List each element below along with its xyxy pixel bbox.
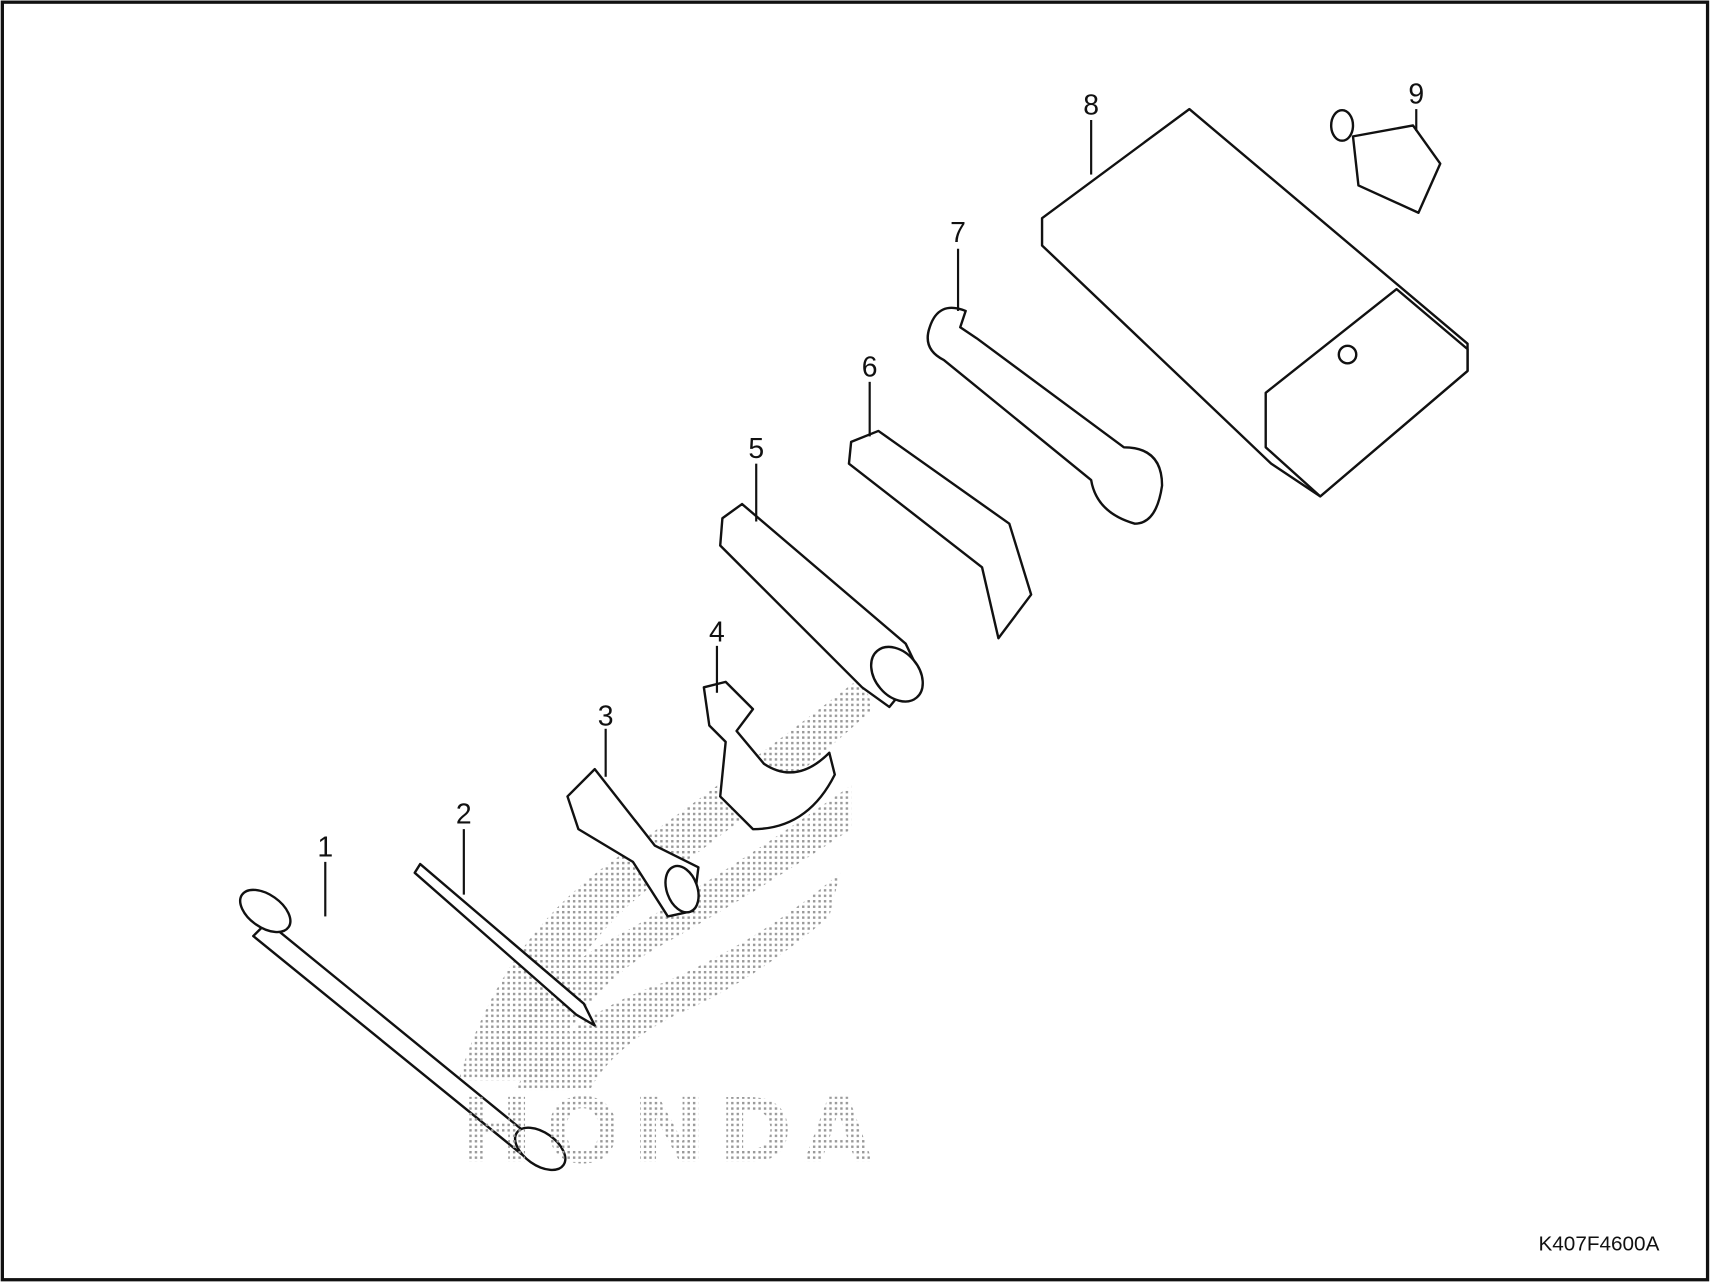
callout-5: 5 — [748, 433, 764, 465]
part-8-tool-bag — [1040, 107, 1469, 498]
part-9-hex-socket — [1329, 108, 1442, 214]
part-7-open-end-wrench — [926, 306, 1164, 525]
callout-4: 4 — [709, 617, 725, 649]
callout-2: 2 — [456, 799, 472, 831]
part-6-hex-wrench — [847, 429, 1033, 640]
callout-1: 1 — [317, 831, 333, 863]
callout-9: 9 — [1408, 79, 1424, 111]
drawing-code: K407F4600A — [1538, 1232, 1659, 1255]
callout-8: 8 — [1083, 90, 1099, 122]
part-3-screwdriver-grip — [566, 767, 700, 918]
honda-watermark-text: HONDA — [458, 1080, 873, 1184]
callout-6: 6 — [862, 351, 878, 383]
part-2-screwdriver — [413, 862, 596, 1027]
part-5-spark-plug-wrench — [719, 502, 924, 709]
part-4-pin-spanner — [702, 680, 836, 831]
part-1-tool-handle — [239, 888, 567, 1172]
callout-3: 3 — [598, 701, 614, 733]
part-labels: 1 2 3 4 5 6 7 8 9 — [317, 79, 1424, 917]
callout-7: 7 — [950, 217, 966, 249]
